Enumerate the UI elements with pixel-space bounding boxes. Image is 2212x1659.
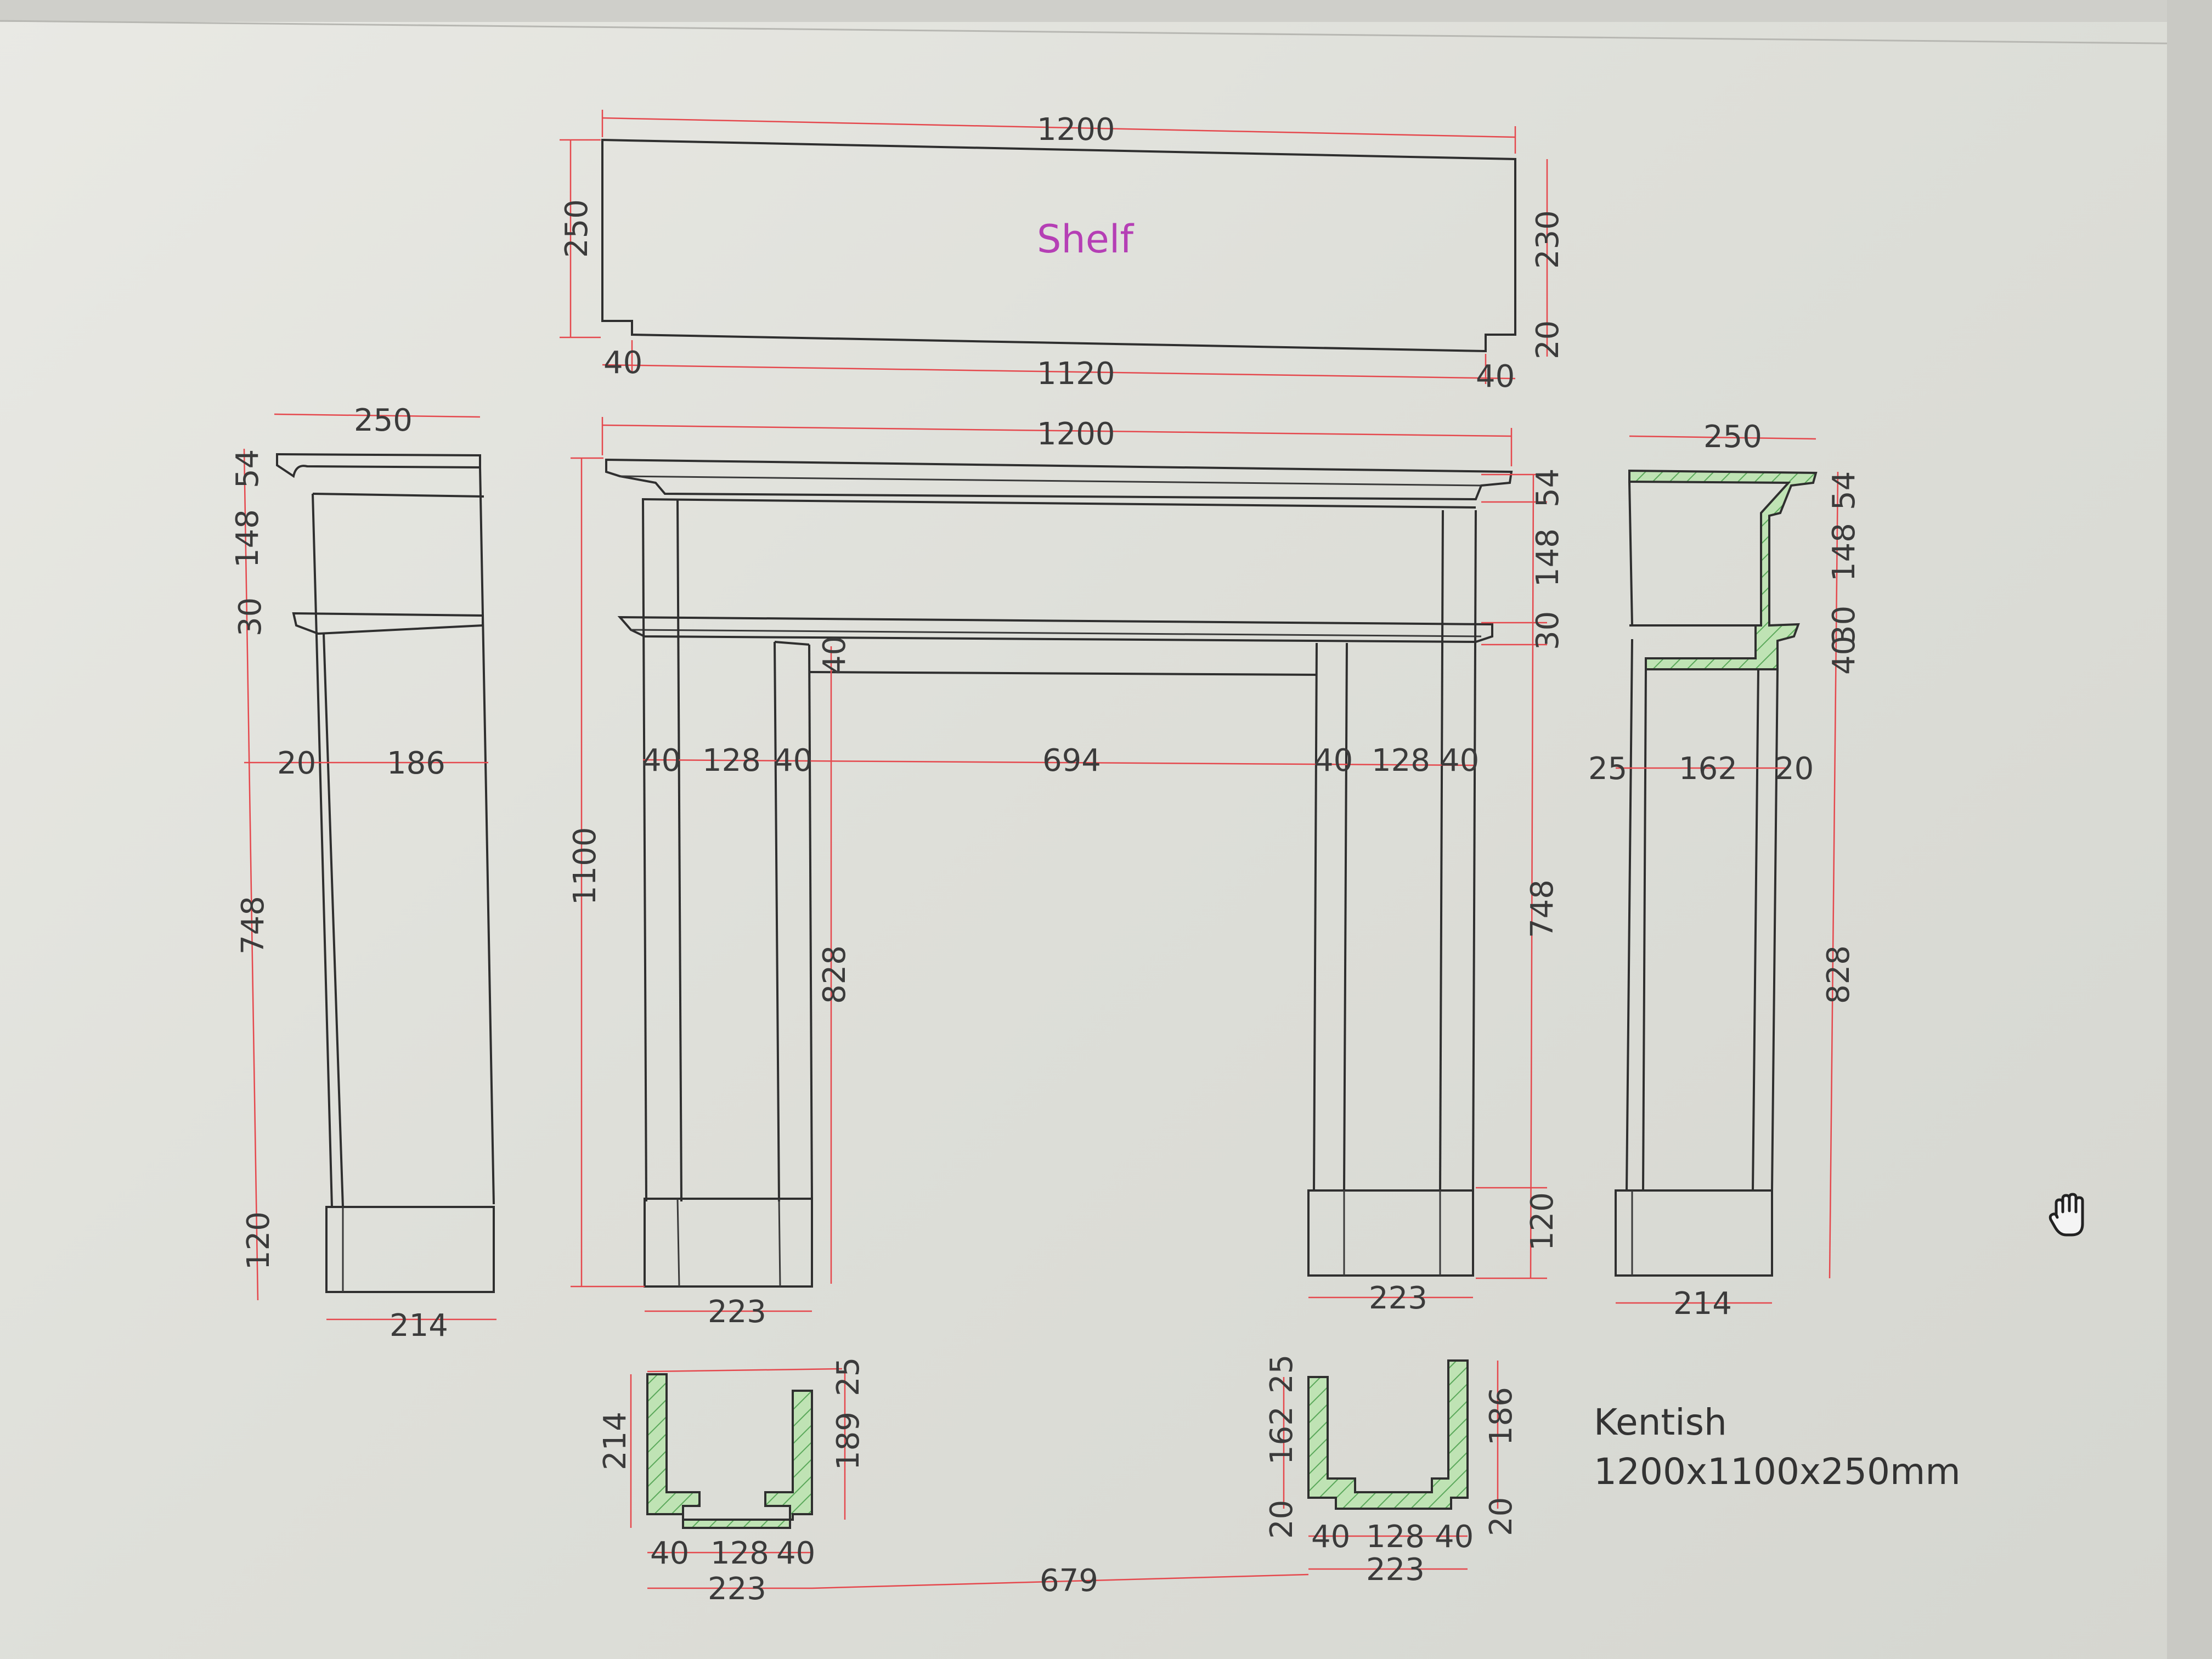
dim-shelf-width-top: 1200 [1037, 112, 1115, 148]
dim-right-h-30: 30 [1826, 606, 1862, 645]
dim-leg-right-2: 128 [1372, 743, 1430, 778]
dim-planR-inner: 162 [1264, 1406, 1300, 1465]
right-section-view [1615, 435, 1839, 1304]
dim-right-leg-25: 25 [1588, 751, 1627, 787]
dim-front-r-148: 148 [1530, 528, 1566, 587]
dim-right-h-40: 40 [1826, 636, 1862, 675]
dim-planL-w1: 40 [650, 1536, 689, 1571]
dim-right-h-148: 148 [1826, 523, 1862, 582]
dim-frieze-height: 40 [817, 636, 853, 675]
dim-planR-depth: 186 [1483, 1387, 1519, 1446]
dim-shelf-return-left: 40 [603, 345, 642, 381]
drawing-dimensions-title: 1200x1100x250mm [1594, 1451, 1961, 1493]
dim-left-h-748: 748 [235, 896, 271, 955]
dim-right-h-54: 54 [1826, 471, 1862, 510]
screen-right-edge [2167, 0, 2212, 1659]
dim-leg-right-3: 40 [1440, 743, 1479, 778]
dim-left-h-120: 120 [241, 1211, 276, 1270]
dim-planR-w1: 40 [1311, 1519, 1350, 1555]
dim-planL-w3: 40 [776, 1536, 815, 1571]
screen-top-edge [0, 0, 2212, 22]
dim-front-r-54: 54 [1530, 469, 1566, 507]
dim-left-h-148: 148 [230, 509, 266, 568]
plan-left-leg-view [630, 1366, 1309, 1589]
dim-planR-w3: 40 [1435, 1519, 1474, 1555]
dim-front-height: 1100 [567, 827, 603, 905]
dim-leg-left-3: 40 [774, 743, 812, 778]
dim-planL-overall: 223 [708, 1571, 766, 1607]
dim-planR-w2: 128 [1366, 1519, 1425, 1555]
dim-planR-depth-bottom: 20 [1483, 1497, 1519, 1536]
dim-planL-top: 25 [831, 1357, 866, 1396]
dim-planR-bottom: 20 [1264, 1500, 1300, 1539]
dim-leg-left-2: 128 [702, 743, 761, 778]
shelf-plan-view [560, 110, 1548, 384]
dim-shelf-depth-right: 230 [1530, 210, 1566, 269]
dim-plinth-left: 223 [708, 1294, 766, 1330]
dim-shelf-depth-left: 250 [559, 199, 595, 258]
dim-opening-height: 828 [817, 945, 853, 1004]
hand-cursor-icon [2049, 1193, 2084, 1237]
dim-left-depth-top: 250 [354, 403, 413, 438]
drawing-title: Kentish [1594, 1401, 1727, 1443]
dim-planR-overall: 223 [1366, 1552, 1425, 1588]
dim-left-h-30: 30 [233, 597, 268, 636]
dim-planL-w2: 128 [710, 1536, 769, 1571]
front-elevation-view [571, 417, 1547, 1312]
dim-right-leg-162: 162 [1679, 751, 1737, 787]
dim-left-leg-186: 186 [387, 746, 445, 781]
left-side-view [243, 413, 496, 1321]
dim-opening-width: 694 [1042, 743, 1101, 778]
dim-plinth-right: 223 [1369, 1280, 1427, 1316]
plan-right-leg-view [1283, 1359, 1499, 1570]
dim-planL-inner: 189 [831, 1412, 866, 1470]
dim-planL-depth: 214 [597, 1412, 633, 1470]
dim-shelf-width-bottom: 1120 [1037, 356, 1115, 392]
dim-right-plinth: 214 [1673, 1286, 1732, 1322]
dim-left-leg-20: 20 [277, 746, 316, 781]
dim-right-leg-20: 20 [1775, 751, 1814, 787]
dim-left-h-54: 54 [230, 449, 266, 488]
dim-front-width: 1200 [1037, 416, 1115, 452]
dim-front-r-748: 748 [1525, 879, 1560, 938]
dim-front-r-120: 120 [1525, 1192, 1560, 1251]
dim-left-plinth: 214 [390, 1308, 448, 1344]
dim-front-r-30: 30 [1530, 611, 1566, 650]
dim-between-plans: 679 [1040, 1563, 1098, 1599]
dim-leg-right-1: 40 [1314, 743, 1353, 778]
dim-planR-top: 25 [1264, 1355, 1300, 1393]
dim-right-h-828: 828 [1821, 945, 1857, 1004]
shelf-label: Shelf [1037, 217, 1134, 262]
dim-shelf-return-right: 40 [1476, 359, 1515, 394]
dim-shelf-notch: 20 [1530, 320, 1566, 359]
dim-leg-left-1: 40 [642, 743, 681, 778]
dim-right-depth-top: 250 [1703, 419, 1762, 455]
